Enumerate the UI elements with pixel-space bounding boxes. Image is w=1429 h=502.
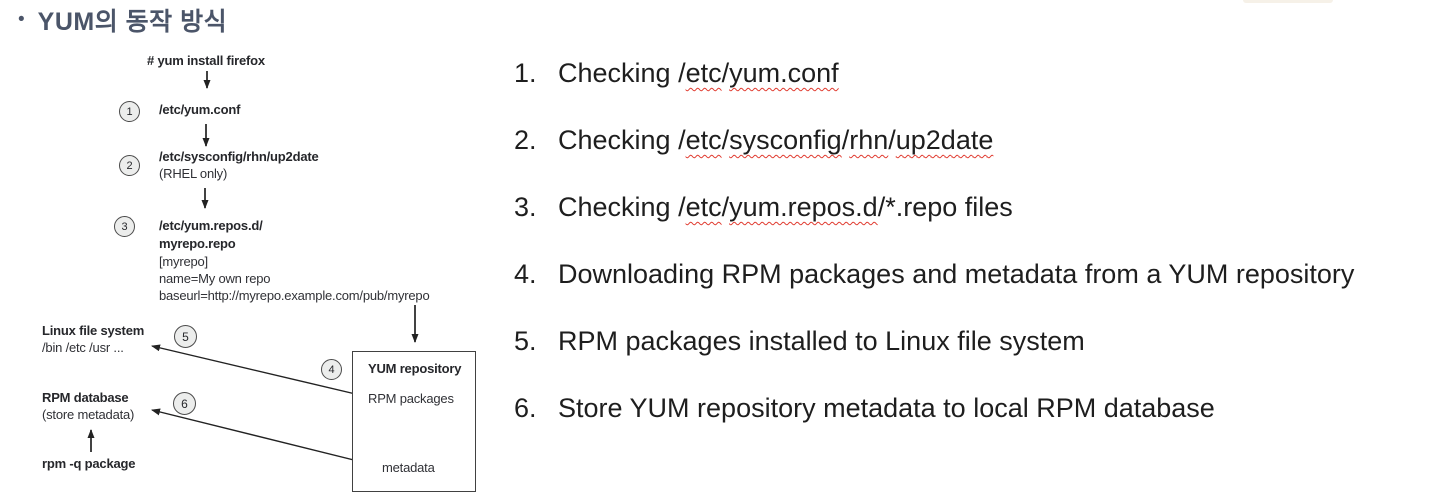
yum-repository-box [352,351,476,492]
repo-box-rpm-packages: RPM packages [368,391,454,406]
list-item-text: Store YUM repository metadata to local R… [558,393,1215,423]
repo-box-title: YUM repository [368,361,462,376]
list-item: 3. Checking /etc/yum.repos.d/*.repo files [514,192,1013,223]
list-item: 6. Store YUM repository metadata to local… [514,393,1215,424]
repo-box-metadata: metadata [382,460,435,475]
steps-list: 1. Checking /etc/yum.conf 2. Checking /etc/… [514,50,1429,450]
step3-circle: 3 [114,216,135,237]
step2-note: (RHEL only) [159,166,228,181]
step3-config-line: baseurl=http://myrepo.example.com/pub/my… [159,288,430,303]
page-title: YUM의 동작 방식 [37,8,228,36]
step3-path-line1: /etc/yum.repos.d/ [159,218,263,233]
rpm-db-title: RPM database [42,390,129,405]
list-item-number: 2. [514,125,537,155]
step1-circle: 1 [119,101,140,122]
misspelled-text: sysconfig [729,125,842,155]
list-item: 2. Checking /etc/sysconfig/rhn/up2date [514,125,993,156]
rpm-db-subtitle: (store metadata) [42,407,135,422]
list-item-number: 3. [514,192,537,222]
list-item: 1. Checking /etc/yum.conf [514,58,839,89]
linux-fs-subtitle: /bin /etc /usr ... [42,340,124,355]
misspelled-text: yum.repos.d [729,192,878,222]
step2-circle: 2 [119,155,140,176]
misspelled-text: etc [685,125,722,155]
list-item-text: Downloading RPM packages and metadata fr… [558,259,1355,289]
list-item-text: Checking /etc/yum.repos.d/*.repo files [558,192,1013,222]
list-item-text: Checking /etc/sysconfig/rhn/up2date [558,125,994,155]
misspelled-text: etc [685,58,722,88]
list-item-number: 6. [514,393,537,423]
list-item-number: 1. [514,58,537,88]
step3-config-line: [myrepo] [159,254,208,269]
step1-label: /etc/yum.conf [159,102,241,117]
list-item-number: 5. [514,326,537,356]
step2-label: /etc/sysconfig/rhn/up2date [159,149,319,164]
list-item-text: Checking /etc/yum.conf [558,58,839,88]
step5-circle: 5 [174,325,197,348]
diagram-command: # yum install firefox [147,53,265,68]
linux-fs-title: Linux file system [42,323,145,338]
rpm-query-command: rpm -q package [42,456,136,471]
arrow-metadata-to-rpmdb [151,408,379,467]
title-row: • YUM의 동작 방식 [18,2,227,38]
list-item: 4. Downloading RPM packages and metadata … [514,259,1354,290]
misspelled-text: yum.conf [729,58,839,88]
step6-circle: 6 [173,392,196,415]
list-item-text: RPM packages installed to Linux file sys… [558,326,1085,356]
misspelled-text: rhn [849,125,889,155]
misspelled-text: etc [685,192,722,222]
step4-circle: 4 [321,359,342,380]
step3-config-line: name=My own repo [159,271,271,286]
top-right-artifact [1243,0,1333,3]
bullet-icon: • [18,9,25,30]
list-item-number: 4. [514,259,537,289]
misspelled-text: up2date [895,125,994,155]
list-item: 5. RPM packages installed to Linux file s… [514,326,1085,357]
step3-path-line2: myrepo.repo [159,236,236,251]
